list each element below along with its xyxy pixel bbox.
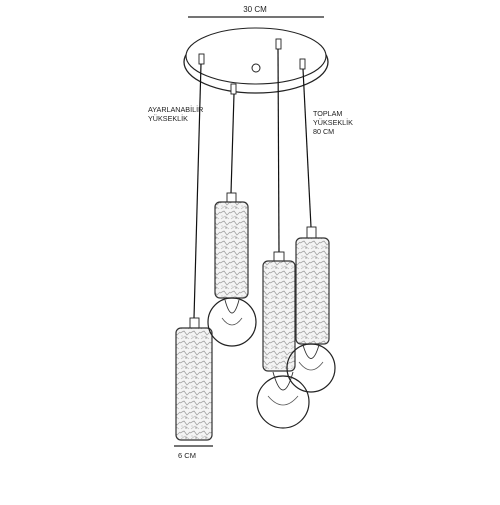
width-dimension: 30 CM [188,5,324,18]
adjustable-height-line-2: YÜKSEKLİK [148,114,188,123]
total-height-line-2: YÜKSEKLİK [313,118,353,127]
pendant-shade-1 [175,317,213,441]
total-height-line-1: TOPLAM [313,109,342,118]
bulb-2 [207,297,257,347]
total-height-label: TOPLAM YÜKSEKLİK 80 CM [313,109,353,136]
ceiling-canopy [183,27,329,95]
adjustable-height-label: AYARLANABİLİR YÜKSEKLİK [148,105,203,123]
pendant-cords [193,48,312,319]
pendant-shade-3 [262,251,296,372]
bulb-3 [256,371,310,429]
adjustable-height-line-1: AYARLANABİLİR [148,105,203,114]
bulb-4 [286,343,336,393]
shade-diameter-dimension: 6 CM [174,445,213,460]
total-height-line-3: 80 CM [313,127,334,136]
shade-diameter-label: 6 CM [178,451,196,460]
pendant-shade-2 [214,192,249,299]
width-label: 30 CM [243,5,267,14]
pendant-shade-4 [295,226,330,345]
